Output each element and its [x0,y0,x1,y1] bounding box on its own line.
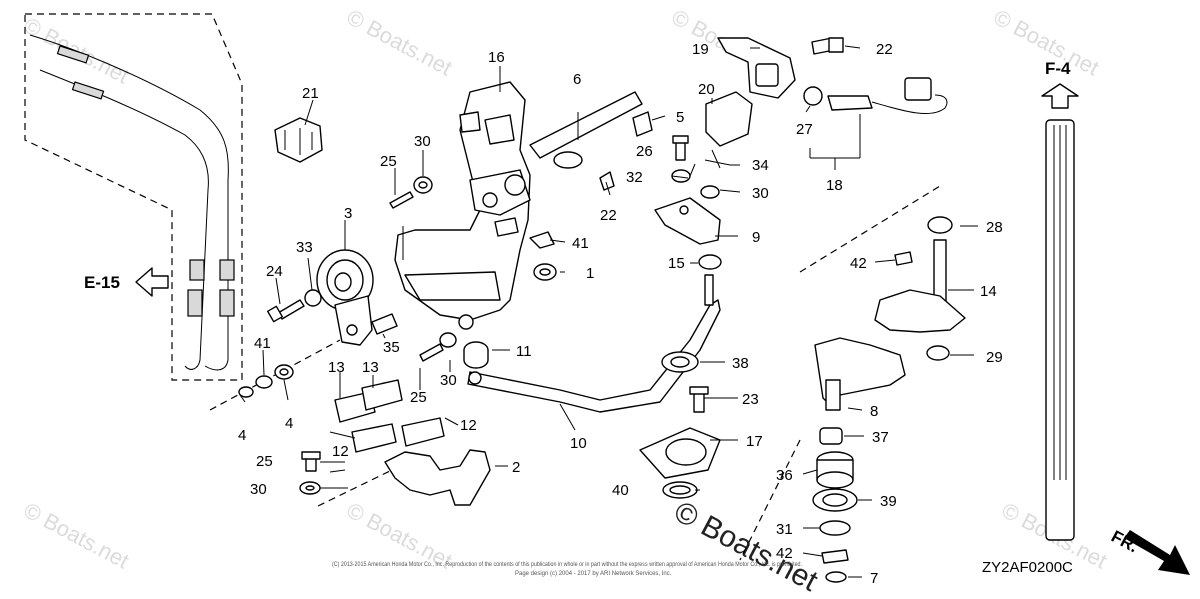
reference-arrows: E-15 F-4 FR. [84,59,1190,575]
callout-12: 12 [332,443,349,460]
collar-part-15 [698,254,722,270]
callout-16: 16 [488,49,505,66]
link-rod-part-10 [467,274,721,413]
control-bracket-part-16 [394,81,531,330]
callout-14: 14 [980,283,997,300]
callout-29: 29 [986,349,1003,366]
callout-2: 2 [512,459,520,476]
callout-41: 41 [572,235,589,252]
callout-31: 31 [776,521,793,538]
callout-22: 22 [876,41,893,58]
callout-33: 33 [296,239,313,256]
callout-30: 30 [752,185,769,202]
callout-42: 42 [776,545,793,562]
sensor-bracket [705,37,948,147]
watermark: © Boats.net [20,497,134,573]
callout-10: 10 [570,435,587,452]
callout-24: 24 [266,263,283,280]
rod-part-6 [529,91,653,169]
plate-dashed-leader [317,469,393,507]
watermarks: © Boats.net © Boats.net © Boats.net © Bo… [20,4,1112,598]
clip-part-21 [274,117,323,163]
callout-35: 35 [383,339,400,356]
callout-20: 20 [698,81,715,98]
copyright-line-1: (C) 2013-2015 American Honda Motor Co., … [332,562,802,568]
clips-part-12-13 [334,379,445,453]
callout-28: 28 [986,219,1003,236]
cable-dashed-box [24,13,243,381]
callout-12: 12 [460,417,477,434]
callout-13: 13 [328,359,345,376]
callout-21: 21 [302,85,319,102]
callout-19: 19 [692,41,709,58]
callout-17: 17 [746,433,763,450]
copyright-line-2: Page design (c) 2004 - 2017 by ARI Netwo… [515,571,672,577]
callout-1: 1 [586,265,594,282]
callout-25: 25 [256,453,273,470]
bearings [812,427,858,583]
watermark: © Boats.net [20,12,134,88]
callout-27: 27 [796,121,813,138]
plate-part-2 [384,449,491,506]
callout-30: 30 [414,133,431,150]
callout-4: 4 [285,415,293,432]
f4-arrow-icon [1041,83,1079,109]
gearshaft-dashed-outline-2 [739,439,801,561]
callout-9: 9 [752,229,760,246]
callout-34: 34 [752,157,769,174]
washer-dashed-leader [209,339,341,411]
callout-18: 18 [826,177,843,194]
gearshaft-dashed-outline [799,185,941,273]
callout-25: 25 [410,389,427,406]
callout-36: 36 [776,467,793,484]
callout-4: 4 [238,427,246,444]
callout-22: 22 [600,207,617,224]
arm-hardware [599,135,731,199]
watermark-large: © Boats.net [669,495,824,598]
callout-37: 37 [872,429,889,446]
callout-26: 26 [636,143,653,160]
leader-lines [239,45,978,578]
ref-fr: FR. [1108,527,1141,557]
callout-30: 30 [250,481,267,498]
callout-32: 32 [626,169,643,186]
callout-3: 3 [344,205,352,222]
callout-8: 8 [870,403,878,420]
callout-39: 39 [880,493,897,510]
fr-arrow-icon [1124,530,1190,575]
gear-part-8 [814,337,906,411]
diagram-code: ZY2AF0200C [982,559,1073,576]
small-hardware [238,176,557,495]
callouts: 16 6 21 30 25 3 33 24 41 35 25 30 13 13 … [238,41,1003,587]
throttle-cable [29,34,235,371]
ref-e15: E-15 [84,273,120,292]
callout-5: 5 [676,109,684,126]
callout-11: 11 [516,343,532,360]
vertical-shaft [1045,119,1075,541]
callout-23: 23 [742,391,759,408]
gear-shaft-part-14 [874,216,966,361]
pulley-part-3 [316,249,374,346]
callout-40: 40 [612,482,629,499]
callout-15: 15 [668,255,685,272]
callout-41: 41 [254,335,271,352]
holder-assembly [639,351,721,499]
callout-25: 25 [380,153,397,170]
callout-30: 30 [440,372,457,389]
callout-42: 42 [850,255,867,272]
callout-7: 7 [870,570,878,587]
callout-6: 6 [573,71,581,88]
watermark: © Boats.net [343,4,457,80]
callout-13: 13 [362,359,379,376]
ref-f4: F-4 [1045,59,1071,78]
arm-part-9 [654,197,721,245]
e15-arrow-icon [135,267,169,297]
callout-38: 38 [732,355,749,372]
